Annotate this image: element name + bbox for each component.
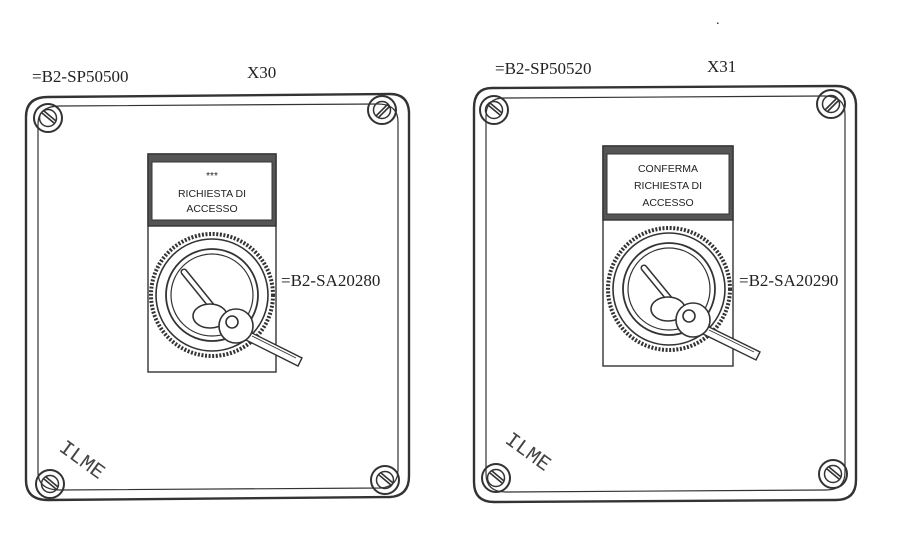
box-1-screw-top-left (33, 103, 63, 133)
box-1-screw-bottom-left (35, 469, 65, 499)
box-2-screw-top-left (479, 95, 509, 125)
box-2-selector-plate (602, 145, 734, 367)
box-1-label-line-3: ACCESSO (186, 203, 237, 215)
box-1-selector-plate (147, 153, 277, 373)
box-2-enclosure-inner (485, 95, 846, 493)
box-1-reference-label: =B2-SP50500 (32, 67, 129, 86)
box-1-connector-label: X30 (247, 63, 276, 82)
box-2-screw-bottom-right (818, 459, 848, 489)
box-2-screw-top-right (816, 89, 846, 119)
box-2-connector-label: X31 (707, 57, 736, 76)
box-1-enclosure-outer (24, 92, 411, 502)
box-2-label-line-1: CONFERMA (638, 163, 698, 175)
box-2-enclosure-outer (472, 84, 858, 504)
box-2-label-line-3: ACCESSO (642, 197, 693, 209)
box-1-label-line-2: RICHIESTA DI (178, 188, 246, 200)
box-2-selector-tag: =B2-SA20290 (739, 271, 838, 290)
stray-mark: . (716, 13, 720, 28)
box-1-screw-top-right (367, 95, 397, 125)
box-2-screw-bottom-left (481, 463, 511, 493)
box-1-key-icon (218, 308, 303, 367)
box-1-screw-bottom-right (370, 465, 400, 495)
control-box-1: =B2-SP50500 X30 (24, 63, 411, 502)
box-2-key-selector (606, 226, 732, 352)
box-1-key-selector (149, 232, 275, 358)
control-box-2: =B2-SP50520 X31 (472, 57, 858, 504)
box-1-selector-tag: =B2-SA20280 (281, 271, 380, 290)
box-1-label-line-1: *** (206, 171, 218, 182)
box-2-reference-label: =B2-SP50520 (495, 59, 592, 78)
box-2-label-line-2: RICHIESTA DI (634, 180, 702, 192)
box-2-key-icon (675, 302, 761, 361)
